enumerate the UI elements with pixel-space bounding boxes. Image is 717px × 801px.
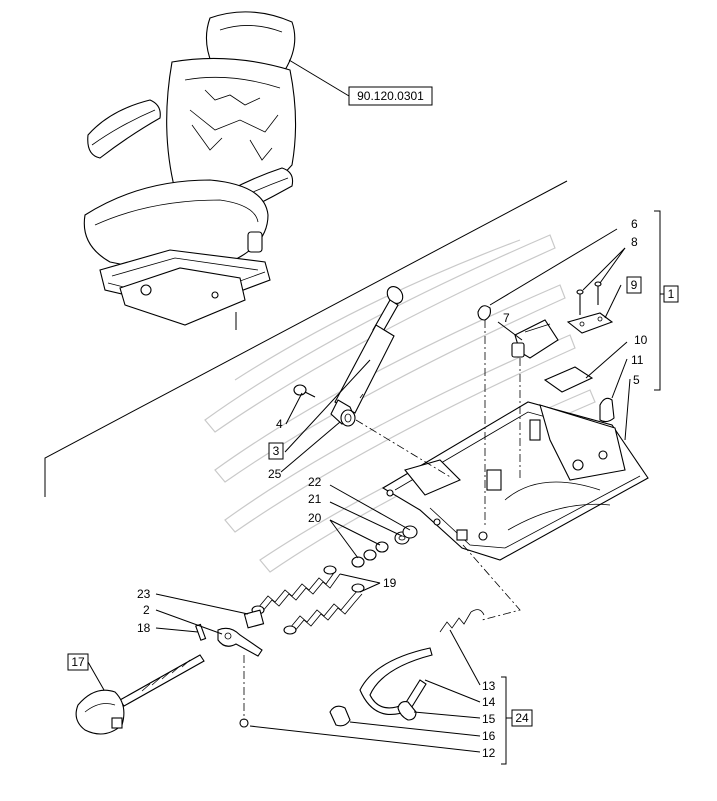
callout-4: 4 xyxy=(276,417,283,431)
group-bracket-1 xyxy=(654,210,664,391)
boxed-callout-3[interactable]: 3 xyxy=(268,442,284,460)
knob-17 xyxy=(75,654,205,735)
callout-11: 11 xyxy=(631,353,644,367)
stop-11 xyxy=(599,397,615,423)
callout-5: 5 xyxy=(633,373,640,387)
callout-7: 7 xyxy=(503,311,510,325)
callout-2: 2 xyxy=(143,603,150,617)
clip-16 xyxy=(329,705,351,727)
gas-spring-assembly xyxy=(330,286,404,427)
callout-20: 20 xyxy=(308,511,322,525)
screws-8 xyxy=(576,281,602,315)
svg-text:3: 3 xyxy=(273,444,280,458)
callout-21: 21 xyxy=(308,492,322,506)
boxed-callout-24[interactable]: 24 xyxy=(511,709,533,727)
callout-labels: 6 8 11 10 5 7 4 25 22 21 20 19 23 2 18 1… xyxy=(137,217,648,760)
group-bracket-24 xyxy=(501,676,512,765)
callout-25: 25 xyxy=(268,467,282,481)
callout-10: 10 xyxy=(634,333,648,347)
clip-23 xyxy=(243,609,265,629)
svg-text:24: 24 xyxy=(515,711,529,725)
latch-7 xyxy=(511,319,559,359)
callout-8: 8 xyxy=(631,235,638,249)
svg-text:1: 1 xyxy=(668,287,675,301)
spring-13 xyxy=(439,609,485,633)
callout-18: 18 xyxy=(137,621,151,635)
boxed-callout-9[interactable]: 9 xyxy=(626,276,642,294)
sleeve-15 xyxy=(397,701,417,721)
lever-2 xyxy=(217,627,263,657)
reference-tag[interactable]: 90.120.0301 xyxy=(288,59,433,106)
callout-12: 12 xyxy=(482,746,496,760)
assembly-bracket-line xyxy=(44,180,568,497)
bracket-9 xyxy=(566,312,614,334)
svg-text:17: 17 xyxy=(71,655,85,669)
callout-15: 15 xyxy=(482,712,496,726)
pad-10 xyxy=(543,366,594,393)
seat-illustration xyxy=(83,11,297,326)
callout-16: 16 xyxy=(482,729,496,743)
washers-20 xyxy=(351,541,389,568)
bumper-6 xyxy=(477,305,491,321)
callout-19: 19 xyxy=(383,576,397,590)
svg-text:9: 9 xyxy=(631,278,638,292)
bolt-4 xyxy=(293,384,316,398)
washer-22 xyxy=(402,525,418,539)
leader-17 xyxy=(87,661,105,691)
cable-14 xyxy=(359,647,433,715)
springs-19 xyxy=(251,565,365,635)
callout-22: 22 xyxy=(308,475,322,489)
callout-23: 23 xyxy=(137,587,151,601)
base-frame xyxy=(381,401,649,561)
boxed-callout-1[interactable]: 1 xyxy=(663,285,679,303)
callout-13: 13 xyxy=(482,679,496,693)
assembly-lines xyxy=(243,320,521,720)
boxed-callout-17[interactable]: 17 xyxy=(67,653,89,671)
reference-number: 90.120.0301 xyxy=(357,89,424,103)
leader-lines xyxy=(155,228,631,753)
callout-6: 6 xyxy=(631,217,638,231)
screw-12 xyxy=(239,718,249,728)
callout-14: 14 xyxy=(482,695,496,709)
